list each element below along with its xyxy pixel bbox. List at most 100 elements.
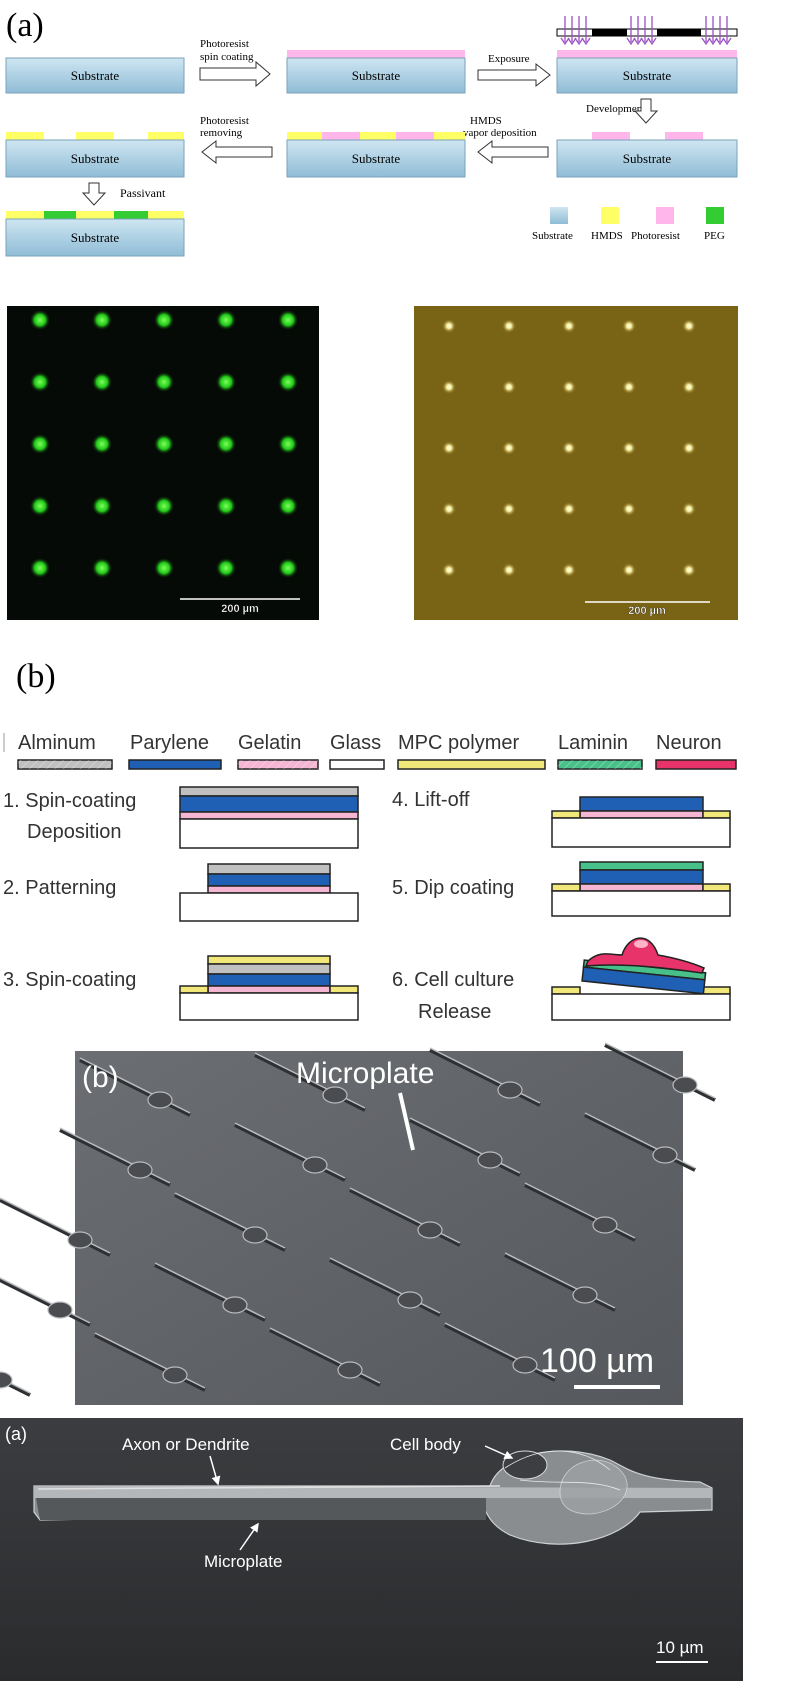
step-photoresist-removed: Substrate <box>5 132 185 178</box>
axon-label: Axon or Dendrite <box>122 1435 250 1454</box>
microplate <box>59 1127 171 1187</box>
substrate-label: Substrate <box>352 151 401 166</box>
cell-spot <box>502 319 516 333</box>
fluorescent-spot <box>154 558 174 578</box>
microplate <box>154 1262 266 1322</box>
sem-microplate-array: (b) Microplate 100 µm <box>0 1042 716 1405</box>
fluorescent-spot <box>30 434 50 454</box>
fluorescent-spot <box>278 558 298 578</box>
substrate-label: Substrate <box>71 230 120 245</box>
fluorescent-spot <box>216 372 236 392</box>
fluorescent-spot <box>216 434 236 454</box>
fluorescent-spot <box>30 310 50 330</box>
arrow-label: vapor deposition <box>463 127 537 139</box>
legend-substrate: Substrate <box>532 230 573 242</box>
legend-panel-a: Substrate HMDS Photoresist PEG <box>532 207 725 242</box>
step-5-diagram <box>551 861 731 917</box>
microplate <box>429 1047 541 1107</box>
step-photoresist-coated: Substrate <box>286 50 466 94</box>
fluorescent-spot <box>92 496 112 516</box>
cell-spot <box>682 502 696 516</box>
legend-gelatin: Gelatin <box>238 732 301 754</box>
step-1-diagram <box>179 786 359 849</box>
fluorescent-spot <box>278 434 298 454</box>
microplate <box>0 1371 31 1397</box>
microplate <box>269 1327 381 1387</box>
step-1-label: 1. Spin-coating <box>3 790 136 812</box>
microplate-array <box>0 1042 716 1397</box>
fluorescent-spot <box>154 496 174 516</box>
fluorescent-spot <box>278 372 298 392</box>
yellow-dot-array <box>442 319 696 577</box>
fluorescent-spot <box>154 434 174 454</box>
scale-bar-label: 200 µm <box>628 605 666 617</box>
cell-spot <box>562 441 576 455</box>
cell-body-pointer <box>484 1445 514 1460</box>
fluorescent-spot <box>92 434 112 454</box>
arrow-label: Development <box>586 103 645 115</box>
substrate-label: Substrate <box>623 151 672 166</box>
cell-spot <box>502 502 516 516</box>
arrow-exposure: Exposure <box>477 53 551 88</box>
legend-mpc-polymer: MPC polymer <box>398 732 519 754</box>
step-substrate-bare: Substrate <box>5 57 185 94</box>
cell-body-label: Cell body <box>390 1435 461 1454</box>
sem-scale-bar-label: 100 µm <box>540 1342 654 1380</box>
cell-spot <box>682 319 696 333</box>
cell-spot <box>502 441 516 455</box>
brightfield-image: 200 µm <box>414 306 738 620</box>
step-3-label: 3. Spin-coating <box>3 969 136 991</box>
fluorescent-spot <box>92 310 112 330</box>
step-2-label: 2. Patterning <box>3 877 116 899</box>
fluorescent-spot <box>216 496 236 516</box>
step-6-diagram <box>551 937 731 1021</box>
arrow-label: removing <box>200 127 243 139</box>
microplate <box>504 1252 616 1312</box>
microplate-label: Microplate <box>204 1552 282 1571</box>
cell-spot <box>622 502 636 516</box>
step-hmds-deposited: Substrate <box>286 132 466 178</box>
cell-spot <box>622 441 636 455</box>
microplate <box>0 1277 91 1327</box>
cell-spot <box>622 319 636 333</box>
fluorescent-spot <box>92 558 112 578</box>
microplate <box>0 1197 111 1257</box>
step-5-label: 5. Dip coating <box>392 877 514 899</box>
cell-spot <box>442 502 456 516</box>
cell-spot <box>562 502 576 516</box>
axon-pointer <box>209 1455 221 1486</box>
process-steps: 1. Spin-coating Deposition 2. Patterning… <box>3 789 514 1023</box>
callout-pointer <box>398 1092 415 1151</box>
sem-detail-scale-label: 10 µm <box>656 1638 704 1657</box>
arrow-removing: Photoresist removing <box>200 115 273 165</box>
cell-spot <box>442 441 456 455</box>
step-4-diagram <box>551 796 731 848</box>
neuron-cell-icon <box>584 937 705 974</box>
legend-neuron: Neuron <box>656 732 722 754</box>
legend-photoresist: Photoresist <box>631 230 680 242</box>
step-passivated: Substrate <box>5 211 185 257</box>
fluorescent-spot <box>278 496 298 516</box>
microplate-pointer <box>239 1522 259 1551</box>
sem-panel-label: (b) <box>82 1061 119 1094</box>
cell-spot <box>622 380 636 394</box>
fluorescent-spot <box>278 310 298 330</box>
cell-spot <box>442 380 456 394</box>
arrow-label: Photoresist <box>200 115 249 127</box>
legend-swatches-b <box>17 759 737 770</box>
step-3-diagram <box>179 955 359 1021</box>
fluorescent-spot <box>216 310 236 330</box>
arrow-development: Development <box>586 98 659 124</box>
substrate-label: Substrate <box>352 68 401 83</box>
step-6-label: 6. Cell culture <box>392 969 514 991</box>
fluorescent-spot <box>154 372 174 392</box>
cell-spot <box>682 380 696 394</box>
legend-glass: Glass <box>330 732 381 754</box>
panel-a-label: (a) <box>6 7 44 44</box>
legend-hmds: HMDS <box>591 230 623 242</box>
microplate <box>79 1057 191 1117</box>
step-4-label: 4. Lift-off <box>392 789 470 811</box>
arrow-passivant: Passivant <box>81 182 166 206</box>
arrow-label: Photoresist <box>200 38 249 50</box>
